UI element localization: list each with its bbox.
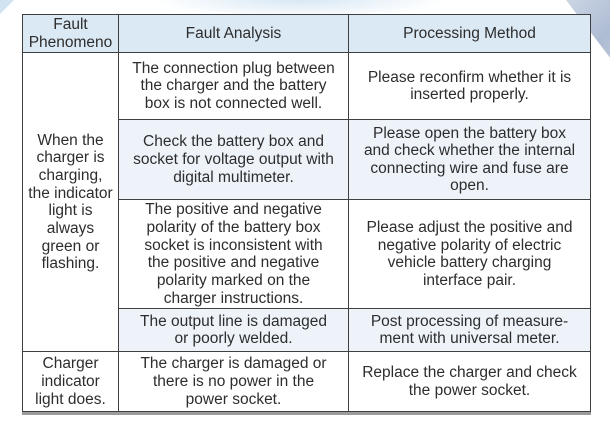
cell-analysis-3: The positive and negative polarity of th… <box>118 199 349 310</box>
cell-method-4: Post processing of measure- ment with un… <box>348 308 591 353</box>
table-row: The output line is damaged or poorly wel… <box>23 308 591 353</box>
cell-analysis-2: Check the battery box and socket for vol… <box>118 119 349 201</box>
header-fault-analysis: Fault Analysis <box>118 13 349 54</box>
header-fault-phenomenon: Fault Phenomeno <box>22 13 119 54</box>
table-row: Check the battery box and socket for vol… <box>23 119 591 201</box>
cell-analysis-1: The connection plug between the charger … <box>118 52 349 121</box>
header-processing-method: Processing Method <box>348 13 591 54</box>
table-header-row: Fault Phenomeno Fault Analysis Processin… <box>22 13 591 54</box>
top-left-corner-decoration <box>0 0 14 14</box>
cell-method-1: Please reconfirm whether it is inserted … <box>348 52 591 121</box>
top-glow-decoration <box>150 0 450 18</box>
cell-method-3: Please adjust the positive and negative … <box>348 199 591 310</box>
table-row: When the charger is charging, the indica… <box>22 52 591 353</box>
cell-phenomenon-group-1: When the charger is charging, the indica… <box>22 52 119 353</box>
cell-analysis-5: The charger is damaged or there is no po… <box>118 351 349 413</box>
table-row: The positive and negative polarity of th… <box>23 199 591 310</box>
cell-method-2: Please open the battery box and check wh… <box>348 119 591 201</box>
cell-method-5: Replace the charger and check the power … <box>348 351 591 413</box>
fault-troubleshooting-table: Fault Phenomeno Fault Analysis Processin… <box>22 13 591 413</box>
cell-analysis-4: The output line is damaged or poorly wel… <box>118 308 349 353</box>
cell-phenomenon-group-2: Charger indicator light does. <box>22 351 119 413</box>
table-row: Charger indicator light does. The charge… <box>22 351 591 413</box>
